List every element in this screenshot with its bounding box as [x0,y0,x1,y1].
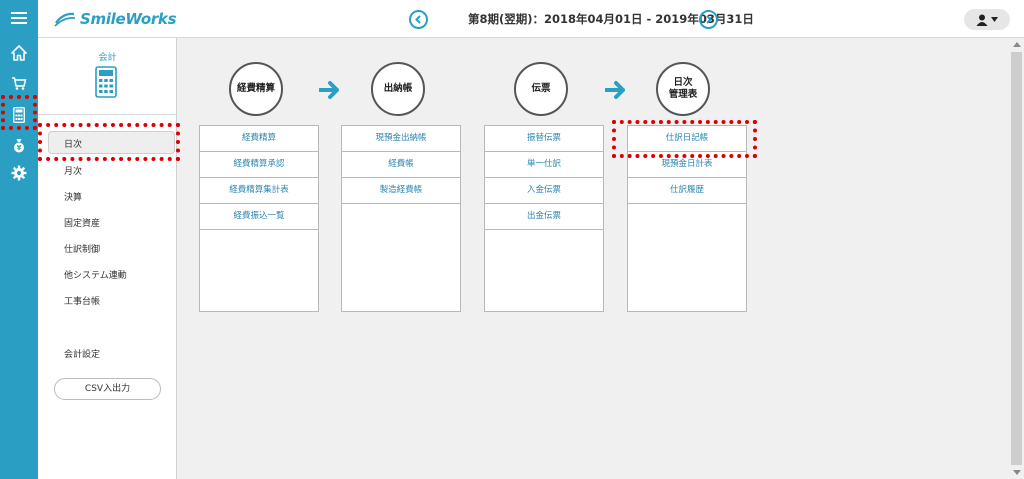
link-payment-slip[interactable]: 出金伝票 [485,204,603,230]
money-bag-icon[interactable]: ¥ [0,130,38,160]
link-manufacturing-expense-book[interactable]: 製造経費帳 [342,178,460,204]
period-label: 第8期(翌期)：2018年04月01日 - 2019年03月31日 [468,12,754,26]
step-cash-book: 出納帳 [371,62,425,116]
submenu-item-fixed-assets[interactable]: 固定資産 [64,219,101,229]
calculator-icon [95,66,117,98]
chevron-left-icon [415,15,421,24]
next-period-button[interactable] [699,10,718,29]
link-journal-history[interactable]: 仕訳履歴 [628,178,746,204]
link-cash-deposit-book[interactable]: 現預金出納帳 [342,126,460,152]
user-menu-button[interactable] [964,9,1010,30]
step-title: 経費精算 [236,83,275,95]
calculator-icon[interactable] [0,100,38,130]
caret-down-icon [991,17,998,22]
arrow-right-icon [319,81,339,99]
divider [38,114,177,115]
cart-icon[interactable] [0,68,38,98]
link-expense-book[interactable]: 経費帳 [342,152,460,178]
link-expense-transfer-list[interactable]: 経費振込一覧 [200,204,318,230]
prev-period-button[interactable] [409,10,428,29]
logo-text: SmileWorks [80,10,177,28]
svg-text:¥: ¥ [17,144,22,152]
header: SmileWorks 第8期(翌期)：2018年04月01日 - 2019年03… [38,0,1024,38]
user-icon [976,14,988,26]
link-receipt-slip[interactable]: 入金伝票 [485,178,603,204]
link-single-journal[interactable]: 単一仕訳 [485,152,603,178]
link-transfer-slip[interactable]: 振替伝票 [485,126,603,152]
submenu-item-construction-ledger[interactable]: 工事台帳 [64,297,101,307]
step-expense-settlement: 経費精算 [229,62,283,116]
submenu-panel: 会計 日次 月次 決算 固定資産 仕訳制御 他システム連動 工事台帳 会計設定 … [38,38,177,479]
submenu-item-journal-control[interactable]: 仕訳制御 [64,245,101,255]
icon-rail: ¥ [0,0,38,479]
step-title: 伝票 [531,83,551,95]
submenu-item-closing[interactable]: 決算 [64,193,83,203]
submenu-item-daily[interactable]: 日次 [48,131,175,154]
submenu-item-monthly[interactable]: 月次 [64,167,83,177]
link-journal-diary[interactable]: 仕訳日記帳 [628,126,746,152]
logo-swoosh-icon [54,12,76,27]
highlight-daily-item [38,123,180,161]
menu-icon[interactable] [0,3,38,33]
step-slips: 伝票 [514,62,568,116]
link-expense-approval[interactable]: 経費精算承認 [200,152,318,178]
link-expense-settlement[interactable]: 経費精算 [200,126,318,152]
csv-io-button[interactable]: CSV入出力 [54,378,161,400]
step-title-line2: 管理表 [668,89,698,100]
step-title: 出納帳 [383,83,413,95]
scroll-up-arrow[interactable] [1013,42,1021,47]
expense-settlement-list: 経費精算 経費精算承認 経費精算集計表 経費振込一覧 [199,125,319,312]
submenu-item-system-integration[interactable]: 他システム連動 [64,271,127,281]
highlight-journal-diary [612,120,757,158]
arrow-right-icon [605,81,625,99]
gear-icon[interactable] [0,158,38,188]
step-title: 日次 [673,77,693,89]
link-cash-daily-report[interactable]: 現預金日計表 [628,152,746,178]
scroll-down-arrow[interactable] [1013,470,1021,475]
link-expense-summary[interactable]: 経費精算集計表 [200,178,318,204]
submenu-title: 会計 [98,53,117,63]
logo[interactable]: SmileWorks [54,8,177,30]
scrollbar-thumb[interactable] [1011,52,1022,465]
submenu-item-label: 日次 [64,140,83,150]
cash-book-list: 現預金出納帳 経費帳 製造経費帳 [341,125,461,312]
submenu-item-accounting-settings[interactable]: 会計設定 [64,350,101,360]
highlight-calculator-icon [1,95,37,130]
slips-list: 振替伝票 単一仕訳 入金伝票 出金伝票 [484,125,604,312]
home-icon[interactable] [0,38,38,68]
step-daily-reports: 日次 管理表 [656,62,710,116]
chevron-right-icon [706,15,712,24]
